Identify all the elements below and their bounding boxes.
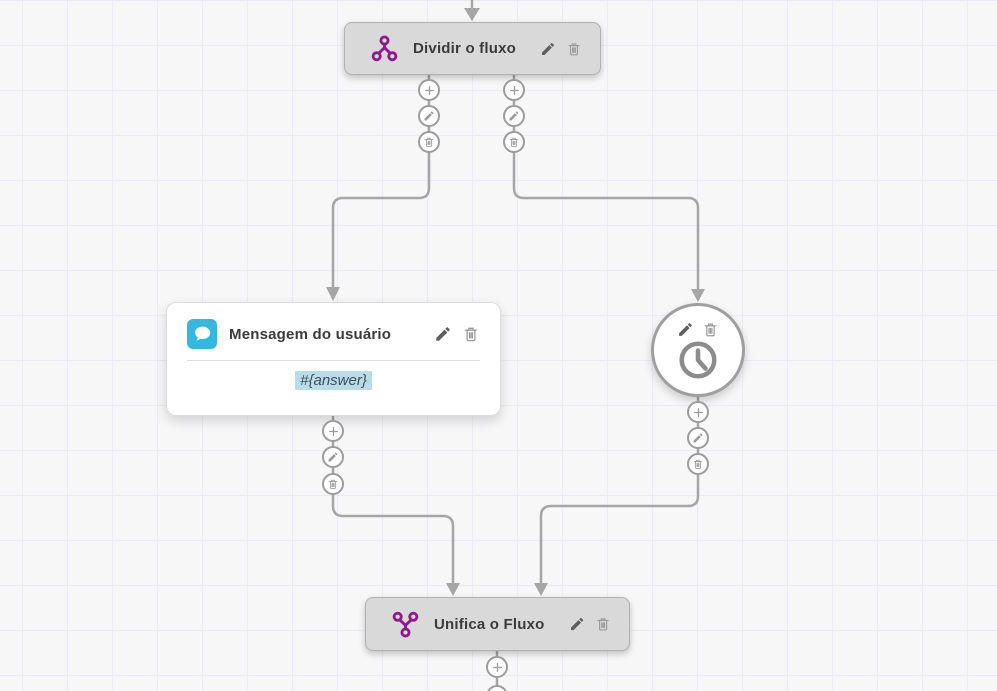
delete-merge-node-icon[interactable] [595,615,611,633]
edit-connection-button[interactable] [687,427,709,449]
user-message-node[interactable]: Mensagem do usuário #{answer} [166,302,501,416]
edit-connection-button[interactable] [486,685,508,691]
chat-bubble-icon [187,319,217,349]
merge-branch-icon [392,611,419,638]
edit-timer-node-icon[interactable] [677,321,694,338]
clock-icon [677,339,719,381]
arrowhead-into-merge-node-left [446,583,460,596]
message-node-title: Mensagem do usuário [229,325,392,343]
merge-flow-node[interactable]: Unifica o Fluxo [365,597,630,651]
split-node-title: Dividir o fluxo [413,40,517,57]
edit-connection-button[interactable] [418,105,440,127]
arrowhead-into-split-node [464,8,480,21]
add-connection-button[interactable] [503,79,525,101]
card-divider [187,360,480,361]
arrowhead-into-message-node [326,287,340,301]
edit-connection-button[interactable] [322,446,344,468]
add-connection-button[interactable] [687,401,709,423]
delete-message-node-icon[interactable] [462,325,480,343]
delete-connection-button[interactable] [503,131,525,153]
timer-node[interactable] [651,303,745,397]
delete-connection-button[interactable] [322,473,344,495]
add-connection-button[interactable] [322,420,344,442]
connector-timer-to-merge [539,397,700,585]
delete-connection-button[interactable] [418,131,440,153]
connector-split-to-message [331,75,431,289]
connector-message-to-merge [331,416,455,585]
message-variable-text: #{answer} [295,371,372,390]
edit-connection-button[interactable] [503,105,525,127]
add-connection-button[interactable] [418,79,440,101]
delete-split-node-icon[interactable] [566,40,582,58]
arrowhead-into-timer-node [691,289,705,302]
arrowhead-into-merge-node-right [534,583,548,596]
split-branch-icon [371,35,398,62]
add-connection-button[interactable] [486,656,508,678]
edit-split-node-icon[interactable] [540,40,556,58]
delete-timer-node-icon[interactable] [702,321,719,338]
connector-split-to-timer [512,75,700,290]
merge-node-title: Unifica o Fluxo [434,615,545,633]
split-flow-node[interactable]: Dividir o fluxo [344,22,601,75]
edit-message-node-icon[interactable] [434,325,452,343]
delete-connection-button[interactable] [687,453,709,475]
edit-merge-node-icon[interactable] [569,615,585,633]
